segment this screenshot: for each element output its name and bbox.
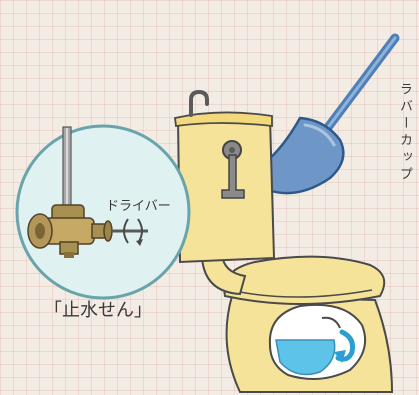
zoom-bubble (15, 124, 191, 300)
plunger (256, 33, 400, 195)
toilet (174, 89, 394, 393)
tank-faucet (189, 89, 209, 117)
toilet-rim (223, 255, 386, 305)
drain-water (275, 339, 336, 376)
rubber-cup-label: ラバーカップ (397, 82, 412, 184)
stop-valve-icon (27, 204, 113, 258)
screwdriver-label: ドライバー (106, 199, 171, 214)
stop-valve-callout (15, 124, 191, 300)
stop-valve-label: 「止水せん」 (44, 300, 152, 321)
flow-arrow-icon (335, 329, 355, 362)
flush-lever (221, 154, 245, 199)
